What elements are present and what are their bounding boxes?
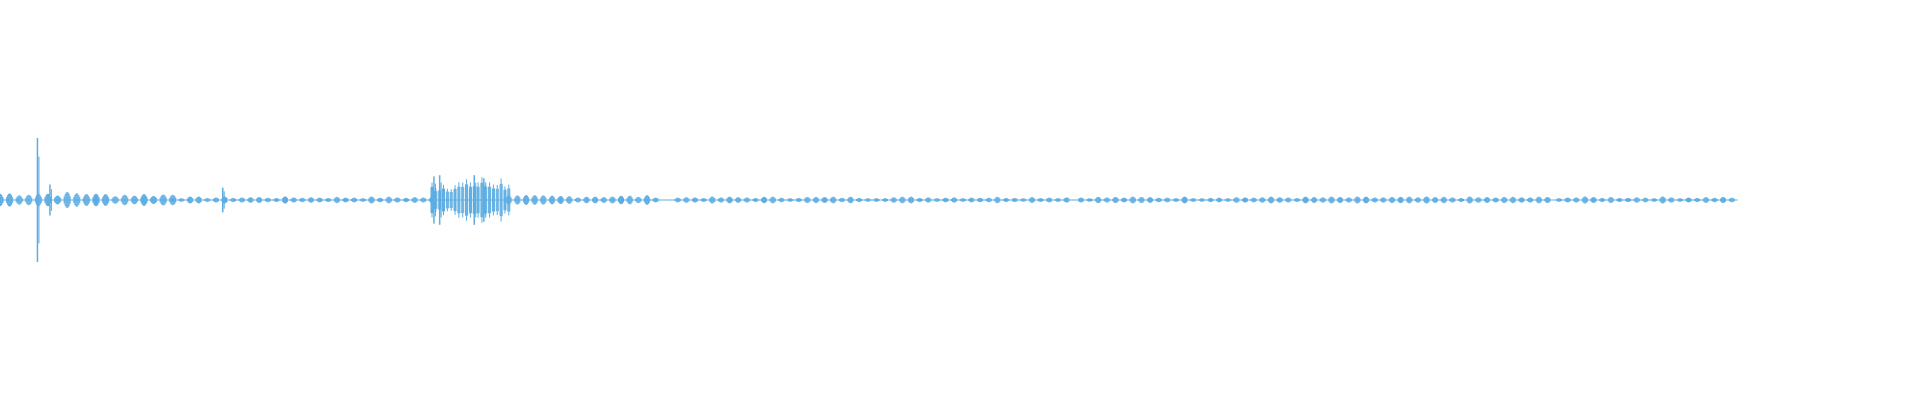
waveform-bars	[0, 138, 1738, 262]
